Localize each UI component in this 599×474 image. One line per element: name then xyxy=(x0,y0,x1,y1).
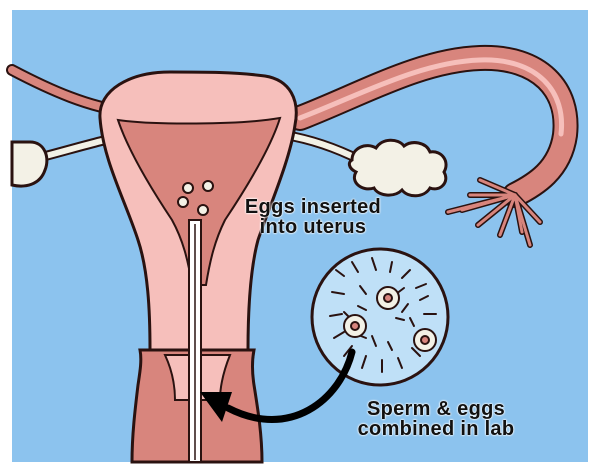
eggs-inserted-line2: into uterus xyxy=(208,217,418,237)
lab-dish xyxy=(312,249,448,385)
sperm-eggs-line1: Sperm & eggs xyxy=(326,399,546,419)
sperm-eggs-line2: combined in lab xyxy=(326,419,546,439)
eggs-inserted-line1: Eggs inserted xyxy=(208,197,418,217)
sperm-eggs-label: Sperm & eggs combined in lab xyxy=(326,399,546,439)
catheter xyxy=(189,220,201,462)
eggs-inserted-label: Eggs inserted into uterus xyxy=(208,197,418,237)
